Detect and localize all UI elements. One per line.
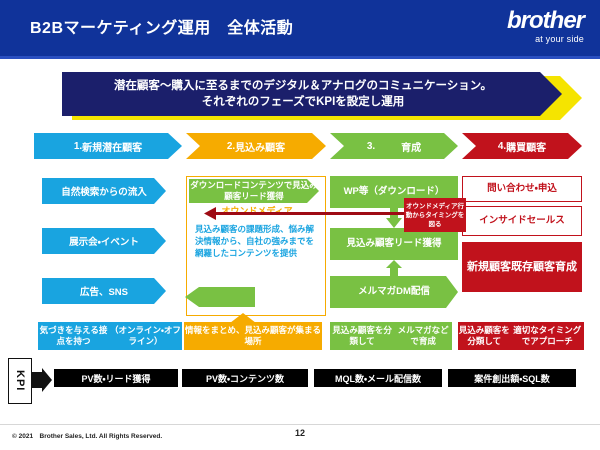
phase-1-number: 1. xyxy=(73,140,83,152)
phase-3-label: 育成 xyxy=(401,142,422,154)
phase-1-label: 新規潜在顧客 xyxy=(82,142,143,154)
phase-arrow-1[interactable]: 1. 新規潜在顧客 xyxy=(34,133,182,159)
phase-4-number: 4. xyxy=(497,140,507,152)
timing-callout[interactable]: オウンドメディア行動からタイミングを図る xyxy=(404,198,466,232)
diagram-body: 自然検索からの流入 展示会・イベント 広告、SNS ダウンロードコンテンツで見込… xyxy=(34,176,582,316)
copyright-text: © 2021 Brother Sales, Ltd. All Rights Re… xyxy=(12,433,163,440)
banner-navy-body: 潜在顧客～購入に至るまでのデジタル＆アナログのコミュニケーション。 それぞれのフ… xyxy=(62,72,562,116)
owned-media-label: オウンドメディア xyxy=(221,206,293,216)
arrow-down-icon xyxy=(386,208,402,228)
slide-header: B2Bマーケティング運用 全体活動 brother at your side xyxy=(0,0,600,56)
header-divider xyxy=(0,56,600,59)
kpi-bar-2: PV数・コンテンツ数 xyxy=(182,369,308,387)
customer-development-box[interactable]: 新規顧客既存顧客育成 xyxy=(462,242,582,292)
notch-triangle-icon-2 xyxy=(230,313,256,323)
arrow-up-icon xyxy=(386,260,402,276)
channel-box-exhibition-event[interactable]: 展示会・イベント xyxy=(42,228,166,254)
summary-banner-2: 情報をまとめ、見込み顧客が集まる場所 xyxy=(184,313,322,350)
phase-arrow-4[interactable]: 4. 購買顧客 xyxy=(462,133,582,159)
lead-acquisition-box[interactable]: 見込み顧客リード獲得 xyxy=(330,228,458,260)
logo-wordmark: brother xyxy=(507,7,585,34)
kpi-tag-label: KPI xyxy=(14,370,26,392)
footer-divider xyxy=(0,424,600,425)
owned-media-description: 見込み顧客の課題形成、悩み解決情報から、自社の強みまでを網羅したコンテンツを提供 xyxy=(195,224,315,258)
summary-banner-1: 気づきを与える接点を持つ（オンライン・オフライン） xyxy=(38,322,182,350)
feedback-arrow-line xyxy=(212,212,408,215)
channel-box-ads-sns[interactable]: 広告、SNS xyxy=(42,278,166,304)
brother-logo: brother at your side xyxy=(464,7,585,50)
summary-banner-4: 見込み顧客を分類して適切なタイミングでアプローチ xyxy=(458,322,584,350)
channel-box-organic-search[interactable]: 自然検索からの流入 xyxy=(42,178,166,204)
column-purchasing-customers: 問い合わせ・申込 インサイドセールス 新規顧客既存顧客育成 xyxy=(462,176,582,316)
phase-arrow-2[interactable]: 2. 見込み顧客 xyxy=(186,133,326,159)
page-number: 12 xyxy=(294,428,305,438)
banner-line-2: それぞれのフェーズでKPIを設定し運用 xyxy=(201,96,405,108)
logo-tagline: at your side xyxy=(535,34,584,44)
kpi-tag: KPI xyxy=(8,358,32,404)
phase-4-label: 購買顧客 xyxy=(506,142,547,154)
summary-banner-3: 見込み顧客を分類してメルマガなどで育成 xyxy=(330,322,452,350)
phase-2-label: 見込み顧客 xyxy=(235,142,286,154)
inside-sales-box[interactable]: インサイドセールス xyxy=(462,206,582,236)
banner-text: 潜在顧客～購入に至るまでのデジタル＆アナログのコミュニケーション。 それぞれのフ… xyxy=(114,78,510,110)
inquiry-application-box[interactable]: 問い合わせ・申込 xyxy=(462,176,582,202)
phase-2-number: 2. xyxy=(226,140,236,152)
phase-arrow-row: 1. 新規潜在顧客 2. 見込み顧客 3. 育成 4. 購買顧客 xyxy=(34,133,582,159)
owned-media-container: ダウンロードコンテンツで見込み顧客リード獲得 オウンドメディア 見込み顧客の課題… xyxy=(185,176,326,316)
phase-arrow-3[interactable]: 3. 育成 xyxy=(330,133,458,159)
column-prospects: ダウンロードコンテンツで見込み顧客リード獲得 オウンドメディア 見込み顧客の課題… xyxy=(185,176,326,316)
subtitle-banner: 潜在顧客～購入に至るまでのデジタル＆アナログのコミュニケーション。 それぞれのフ… xyxy=(62,72,582,120)
download-content-box[interactable]: ダウンロードコンテンツで見込み顧客リード獲得 xyxy=(189,179,319,203)
banner-line-1: 潜在顧客～購入に至るまでのデジタル＆アナログのコミュニケーション。 xyxy=(113,80,493,92)
kpi-bar-4: 案件創出額・SQL数 xyxy=(448,369,576,387)
phase-3-number: 3. xyxy=(366,140,376,152)
kpi-arrow-icon xyxy=(32,368,52,392)
page-title: B2Bマーケティング運用 全体活動 xyxy=(30,20,294,37)
kpi-bar-1: PV数・リード獲得 xyxy=(54,369,178,387)
inbound-green-arrow xyxy=(185,287,255,307)
kpi-bar-3: MQL数・メール配信数 xyxy=(314,369,442,387)
column-new-prospects: 自然検索からの流入 展示会・イベント 広告、SNS xyxy=(34,176,182,316)
